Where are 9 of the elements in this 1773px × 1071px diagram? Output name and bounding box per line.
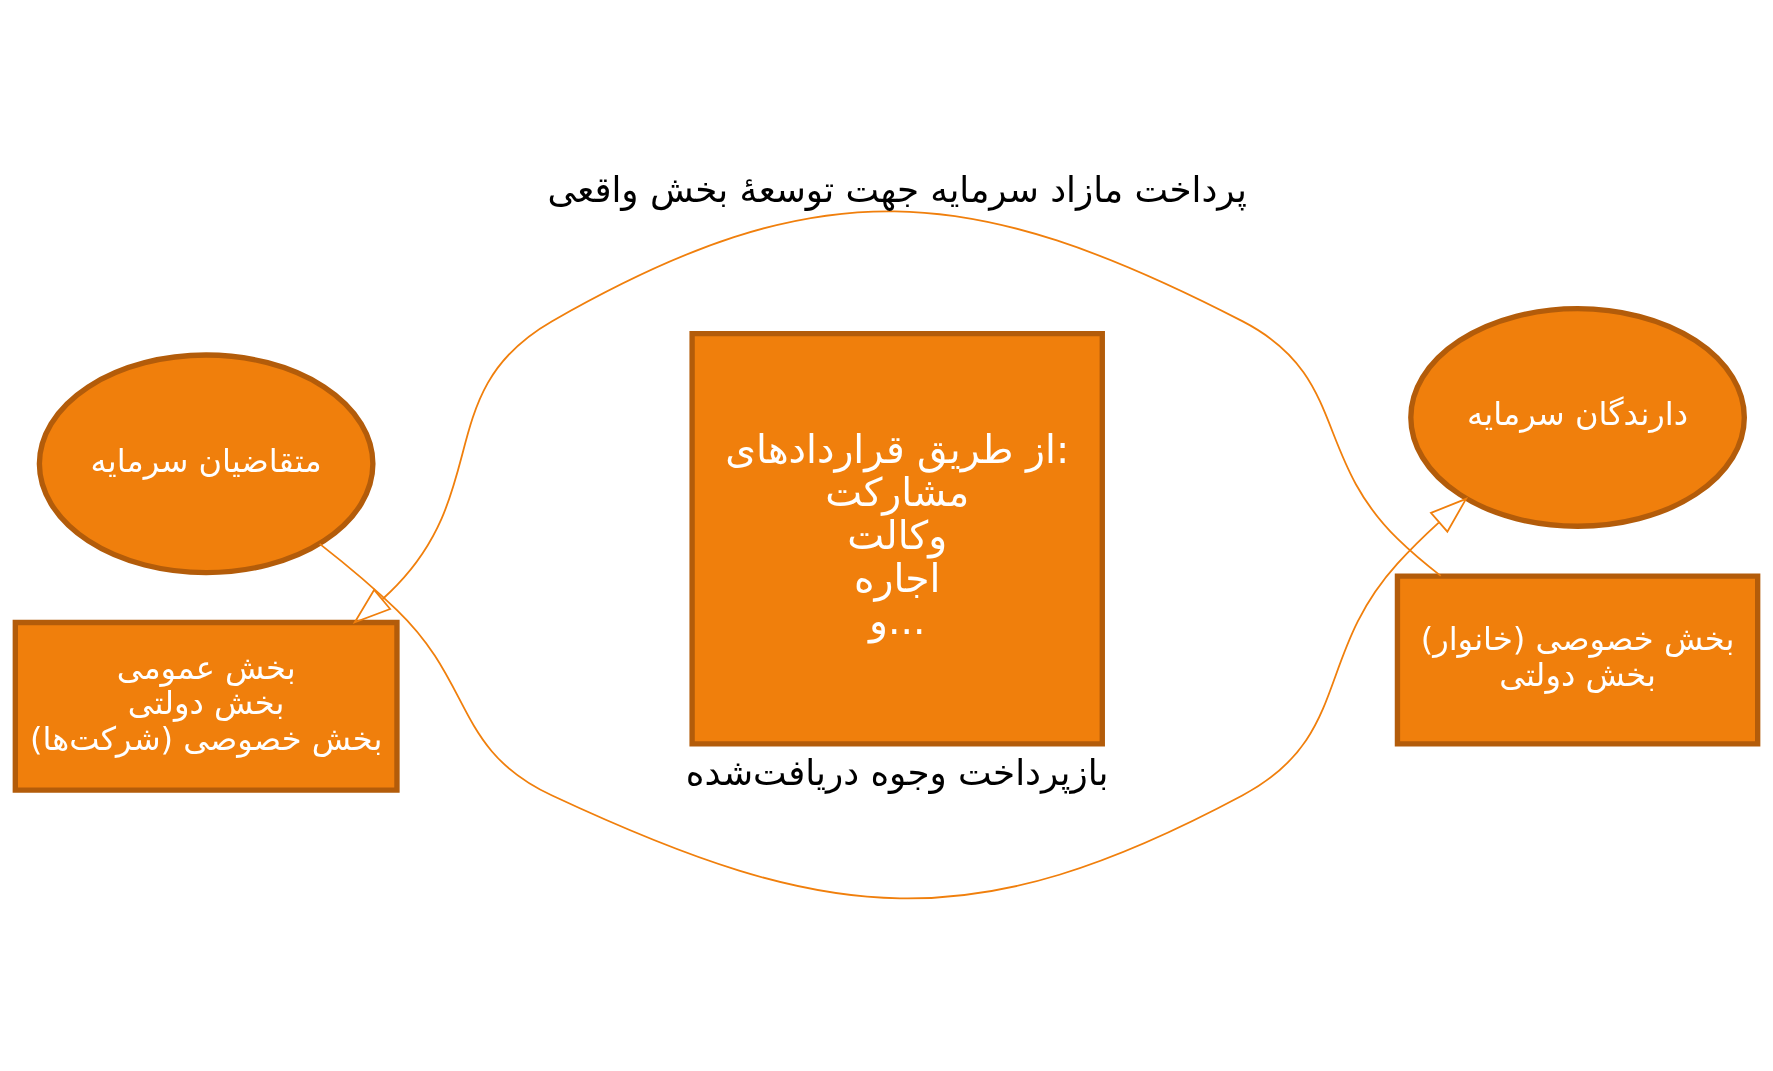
edge-label: پرداخت مازاد سرمایه جهت توسعهٔ بخش واقعی xyxy=(547,168,1247,210)
arrow xyxy=(352,209,1442,624)
node-box: بخش خصوصی (خانوار) بخش دولتی xyxy=(1394,573,1761,746)
edge-label: بازپرداخت وجوه دریافت‌شده xyxy=(685,751,1109,793)
node-ellipse: متقاضیان سرمایه xyxy=(36,351,376,575)
arrow xyxy=(318,496,1469,899)
node-box: بخش عمومی بخش دولتی بخش خصوصی (شرکت‌ها) xyxy=(12,619,400,793)
node-box: از طریق قراردادهای: مشارکت وکالت اجاره و... xyxy=(689,330,1105,746)
node-ellipse: دارندگان سرمایه xyxy=(1408,305,1747,529)
